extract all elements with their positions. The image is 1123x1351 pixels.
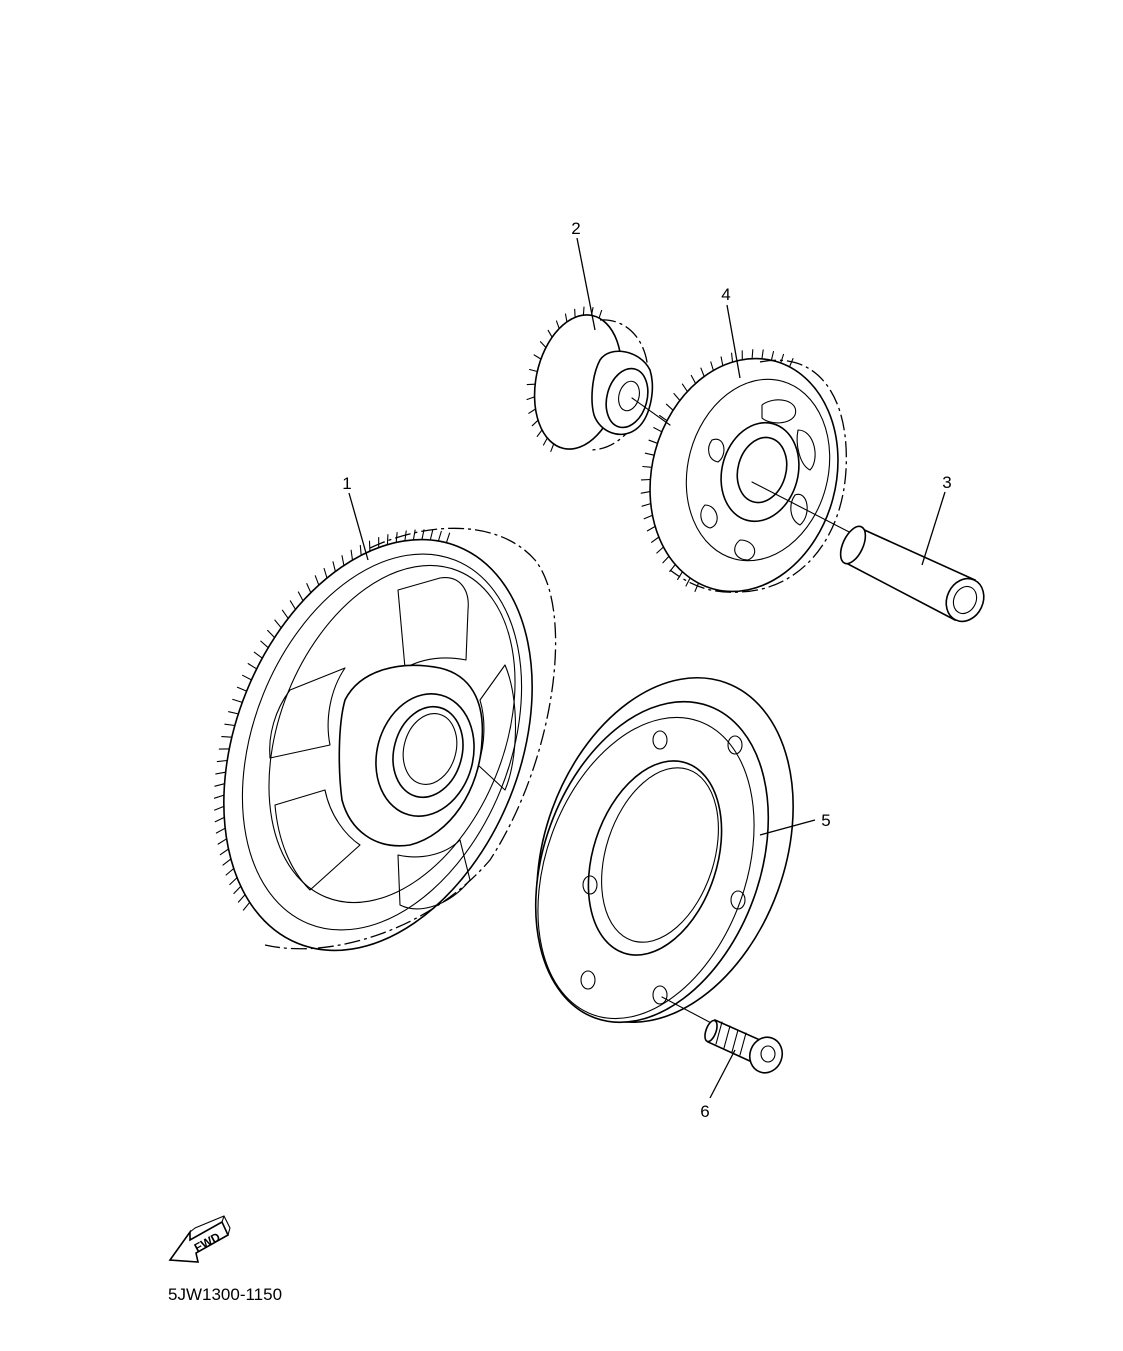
part-1-rim-inner bbox=[241, 553, 523, 931]
part-5-bolt-hole-5 bbox=[580, 970, 596, 990]
part-1-bore-inner bbox=[402, 713, 458, 785]
part-4-back-edge bbox=[669, 359, 847, 593]
part-5-bolt-axis bbox=[661, 996, 716, 1026]
callout-3: 3 bbox=[942, 473, 951, 492]
part-3-shaft-end-near bbox=[839, 525, 867, 565]
part-2-teeth bbox=[526, 306, 603, 452]
part-4-hub bbox=[720, 421, 800, 523]
part-4-teeth bbox=[640, 349, 794, 592]
part-5-bolt-hole-3 bbox=[730, 890, 746, 910]
callout-5: 5 bbox=[821, 811, 830, 830]
part-4-face bbox=[685, 378, 831, 562]
part-5-one-way-clutch bbox=[534, 676, 794, 1026]
part-1-window-left bbox=[269, 667, 346, 759]
part-5-bore-inner bbox=[601, 767, 719, 943]
part-1-bore bbox=[392, 705, 464, 799]
part-4-hole-1 bbox=[761, 399, 797, 424]
part-1-window-top bbox=[397, 577, 469, 669]
part-1-window-bottom bbox=[397, 839, 471, 910]
part-3-shaft-bore bbox=[952, 585, 978, 615]
callout-6: 6 bbox=[700, 1102, 709, 1121]
fwd-arrow-depth bbox=[189, 1215, 231, 1236]
part-2-axis-line bbox=[631, 397, 671, 426]
part-4-hole-6 bbox=[708, 438, 725, 463]
part-1-back-edge bbox=[264, 527, 557, 950]
part-6-bolt-socket bbox=[760, 1045, 776, 1063]
part-3-shaft bbox=[839, 525, 985, 623]
part-1-window-bottomleft bbox=[274, 789, 361, 891]
callout-1: 1 bbox=[342, 474, 351, 493]
leader-1 bbox=[348, 492, 369, 561]
part-5-body-front bbox=[534, 700, 770, 1024]
callout-4: 4 bbox=[721, 285, 730, 304]
part-5-bolt-hole-4 bbox=[582, 875, 598, 895]
part-6-bolt-thread bbox=[715, 1021, 747, 1056]
leader-6 bbox=[709, 1049, 736, 1099]
part-1-teeth bbox=[213, 529, 451, 911]
part-6-bolt-head bbox=[748, 1036, 784, 1074]
part-1-rim-outer bbox=[223, 538, 533, 952]
fwd-arrow-shape bbox=[168, 1220, 230, 1263]
leader-5 bbox=[759, 819, 816, 836]
part-5-bolt-hole-6 bbox=[652, 985, 668, 1005]
part-4-axis-line bbox=[751, 481, 856, 536]
part-4-medium-gear bbox=[640, 349, 856, 593]
leader-3 bbox=[921, 491, 946, 566]
part-4-hole-2 bbox=[796, 429, 816, 471]
part-2-idler-gear bbox=[526, 306, 671, 452]
part-4-rim-outer bbox=[649, 357, 839, 593]
part-4-bore bbox=[736, 436, 788, 504]
part-1-large-gear bbox=[213, 527, 557, 952]
fwd-arrow-icon: FWD bbox=[168, 1215, 231, 1263]
part-5-bolt-hole-1 bbox=[652, 730, 668, 750]
part-5-bolt-hole-2 bbox=[727, 735, 743, 755]
part-4-hole-5 bbox=[700, 504, 718, 529]
part-2-boss-face bbox=[605, 367, 649, 429]
part-1-window-right bbox=[477, 664, 517, 791]
part-5-groove bbox=[537, 716, 755, 1020]
leader-2 bbox=[576, 237, 596, 331]
part-6-bolt bbox=[704, 1018, 784, 1074]
callout-2: 2 bbox=[571, 219, 580, 238]
part-6-bolt-end bbox=[704, 1019, 718, 1043]
part-4-hole-3 bbox=[790, 493, 808, 526]
leader-4 bbox=[726, 304, 741, 379]
part-4-hole-4 bbox=[734, 539, 756, 561]
diagram-code: 5JW1300-1150 bbox=[168, 1285, 282, 1304]
part-5-bore-outer bbox=[587, 760, 723, 956]
part-2-bore bbox=[618, 380, 640, 412]
